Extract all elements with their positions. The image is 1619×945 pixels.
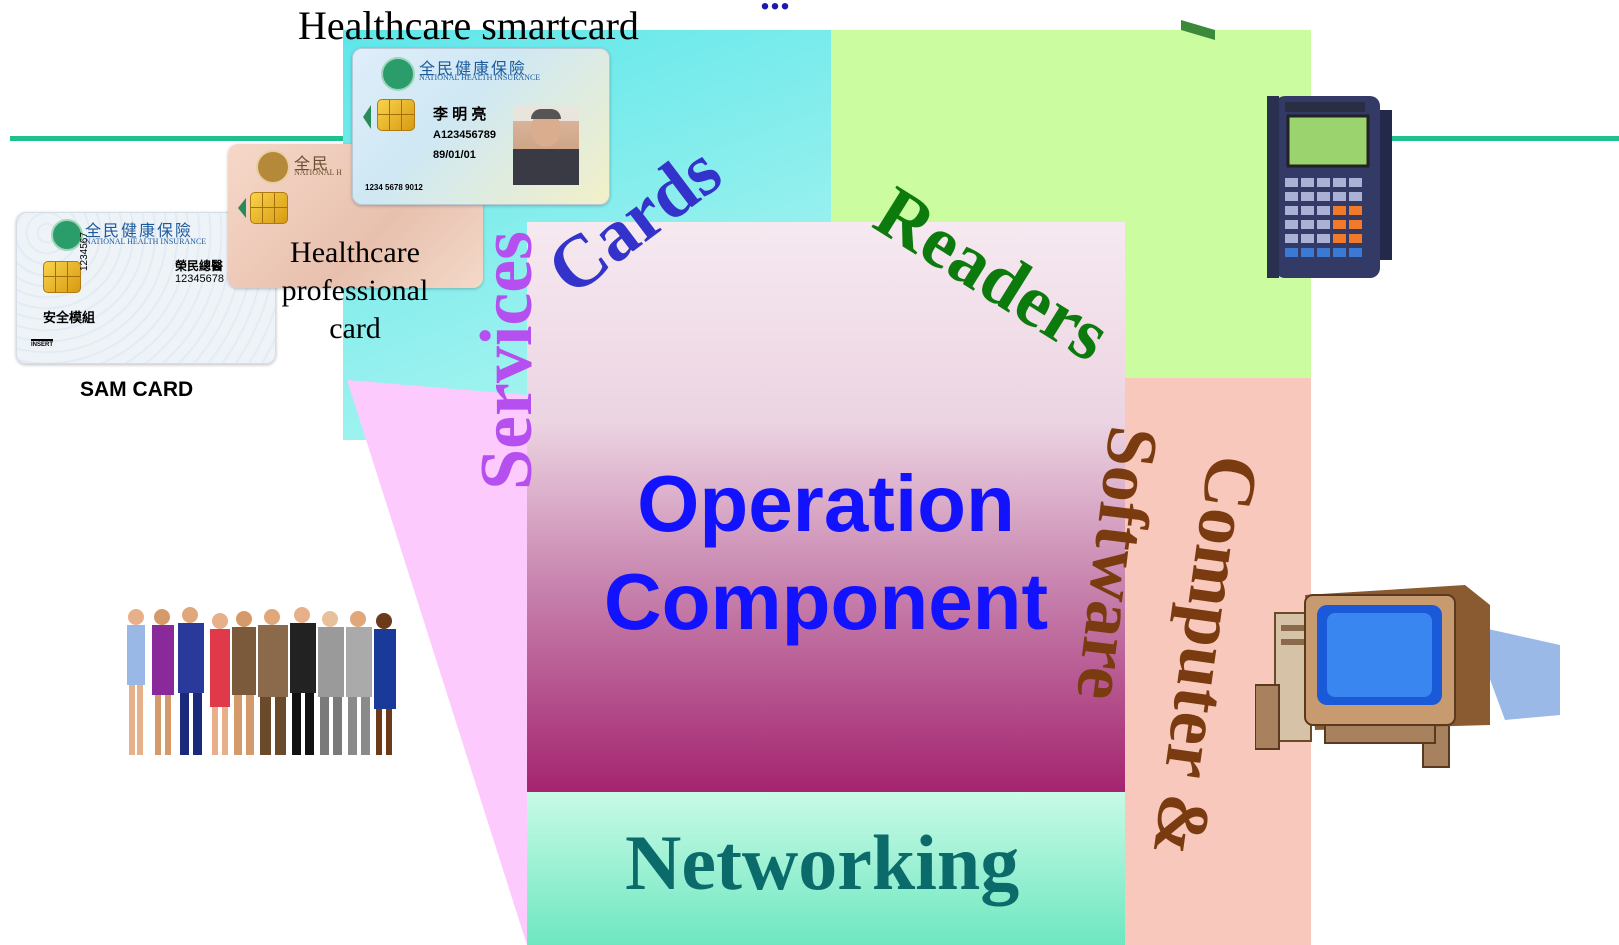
smartcard-english-title: NATIONAL HEALTH INSURANCE [419,73,541,82]
networking-panel [527,792,1125,945]
sam-number: 12345678 [175,273,224,285]
smartcard-holder-name: 李 明 亮 [433,106,487,123]
services-label: Services [466,231,548,490]
professional-emblem-icon [256,150,290,184]
smartcard-id-number: A123456789 [433,129,497,141]
smartcard-caption: Healthcare smartcard [298,3,639,48]
sam-english-title: NATIONAL HEALTH INSURANCE [85,237,207,246]
nhi-logo-icon [51,219,83,251]
operation-line: Operation [637,459,1015,548]
smartcard-date: 89/01/01 [433,149,476,161]
sam-chip-icon [43,261,81,293]
sam-insert-label: INSERT [31,339,54,348]
professional-chinese-title: 全民 [294,156,331,173]
sam-card: 全民健康保險 NATIONAL HEALTH INSURANCE 1234567… [16,212,276,364]
professional-caption-line-1: Healthcare [290,236,420,269]
networking-label: Networking [625,819,1020,906]
header-rule-right [1378,136,1619,141]
professional-english-title: NATIONAL H [294,168,342,177]
smartcard-chinese-title: 全民健康保險 [419,61,528,78]
professional-caption-line-3: card [329,312,381,345]
professional-arrow-icon [238,198,246,218]
operation-component-panel [527,222,1125,792]
healthcare-smartcard: 全民健康保險 NATIONAL HEALTH INSURANCE 李 明 亮 A… [352,48,610,205]
header-fragment: ... [760,0,790,19]
sam-card-caption: SAM CARD [80,378,194,401]
sam-hospital: 榮民總醫 [175,259,224,273]
card-reader-icon [1181,20,1392,278]
sam-module-label: 安全模組 [43,310,96,325]
nhi-logo-icon [381,57,415,91]
professional-caption-line-2: professional [281,274,429,307]
component-line: Component [603,557,1049,646]
sam-vertical-number: 1234567 [79,232,90,271]
holder-photo [513,105,579,185]
smartcard-arrow-icon [363,105,371,129]
computer-icon [1255,585,1560,768]
sam-chinese-title: 全民健康保險 [85,223,194,240]
smartcard-chip-icon [377,99,415,131]
professional-caption: Healthcare professional card [270,234,440,348]
operation-component-title: Operation Component [527,455,1125,651]
people-group-icon [127,607,396,755]
header-rule-left [10,136,350,141]
professional-chip-icon [250,192,288,224]
smartcard-card-number: 1234 5678 9012 [365,183,423,192]
